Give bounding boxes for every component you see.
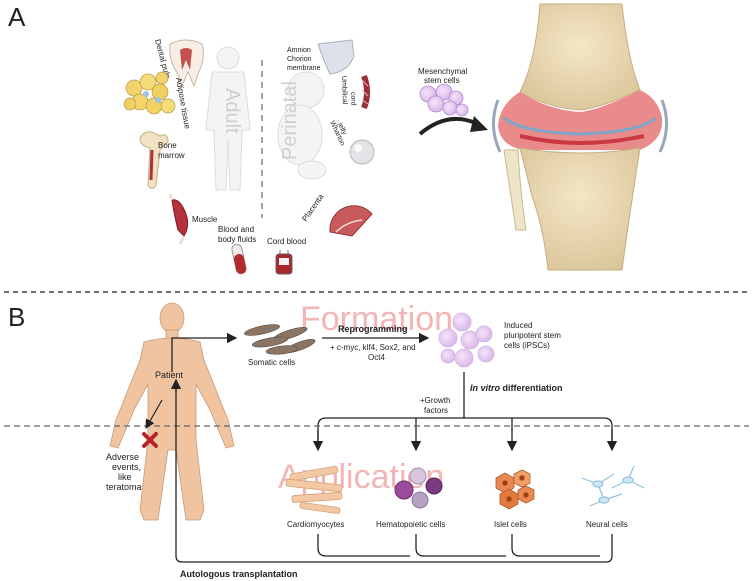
umbilical-label-1: Umbilical: [340, 76, 348, 105]
amnion-label-1: Amnion: [287, 47, 311, 54]
curved-arrow-icon: [418, 116, 479, 136]
blood-label-2: body fluids: [218, 235, 256, 244]
cross-icon: [142, 432, 158, 448]
adult-label: Adult: [221, 88, 243, 134]
muscle-icon: [169, 193, 189, 245]
factors-label-2: Oct4: [368, 353, 385, 362]
somatic-label: Somatic cells: [248, 358, 295, 367]
adverse-label-4: teratoma: [106, 482, 142, 492]
islet-label: Islet cells: [494, 520, 527, 529]
umbilical-label-2: cord: [349, 92, 356, 106]
hematopoietic-cells-icon: [394, 467, 443, 509]
neural-label: Neural cells: [586, 520, 628, 529]
autologous-return-line: [175, 380, 613, 563]
adverse-arrow: [145, 399, 163, 430]
return-from-hemato: [415, 534, 506, 557]
blood-tube-icon: [231, 243, 247, 275]
growth-label-2: factors: [424, 406, 448, 415]
bone-marrow-icon: [139, 131, 169, 189]
ipsc-label-1: Induced: [504, 321, 532, 330]
msc-label-1: Mesenchymal: [418, 67, 468, 76]
amnion-label-3: membrane: [287, 65, 321, 72]
amnion-membrane-icon: [317, 39, 355, 75]
cardiomyocytes-icon: [285, 465, 343, 514]
wharton-jelly-icon: [349, 139, 375, 165]
perinatal-label: Perinatal: [279, 81, 301, 160]
somatic-cells-icon: [244, 324, 316, 355]
adipose-label: Adipose tissue: [174, 77, 192, 130]
msc-label-2: stem cells: [424, 76, 460, 85]
ipsc-label-2: pluripotent stem: [504, 331, 561, 340]
adipose-tissue-icon: [123, 71, 176, 115]
neural-cells-icon: [581, 465, 645, 507]
blood-label-1: Blood and: [218, 225, 254, 234]
panel-b-letter: B: [8, 302, 25, 332]
adverse-label-2: events,: [112, 462, 141, 472]
tooth-icon: [169, 39, 204, 88]
adverse-label-3: like: [118, 472, 132, 482]
muscle-label: Muscle: [192, 215, 218, 224]
bone-marrow-label-1: Bone: [158, 141, 177, 150]
ipsc-label-3: cells (iPSCs): [504, 341, 550, 350]
placenta-label: Placenta: [300, 192, 326, 223]
adverse-label-1: Adverse: [106, 452, 139, 462]
fetus-silhouette: [277, 71, 327, 180]
adult-silhouette: [205, 46, 251, 191]
curved-arrowhead-icon: [470, 116, 488, 132]
cord-blood-label: Cord blood: [267, 237, 306, 246]
invitro-rest: differentiation: [500, 383, 563, 393]
bone-marrow-label-2: marrow: [158, 151, 185, 160]
distribution-bracket: [317, 417, 613, 448]
formation-watermark: Formation: [300, 300, 453, 338]
amnion-label-2: Chorion: [287, 56, 312, 63]
cardio-label: Cardiomyocytes: [287, 520, 344, 529]
cord-blood-bag-icon: [275, 250, 293, 275]
placenta-icon: [329, 205, 373, 237]
return-from-cardio: [317, 534, 410, 557]
reprogramming-label: Reprogramming: [338, 324, 408, 334]
return-from-islet: [511, 534, 600, 557]
patient-label: Patient: [155, 370, 184, 380]
factors-label-1: + c-myc, klf4, Sox2, and: [330, 343, 416, 352]
patient-to-somatic-arrow: [171, 332, 238, 372]
hemato-label: Hematopoietic cells: [376, 520, 445, 529]
growth-label-1: +Growth: [420, 396, 450, 405]
autologous-label: Autologous transplantation: [180, 569, 298, 579]
ipsc-cells-icon: [438, 312, 495, 368]
panel-a-letter: A: [8, 2, 26, 32]
invitro-label: In vitro differentiation: [470, 383, 563, 393]
knee-joint-icon: [492, 3, 668, 271]
islet-cells-icon: [495, 469, 535, 510]
msc-cells-icon: [419, 83, 469, 117]
umbilical-cord-icon: [361, 74, 370, 110]
invitro-italic: In vitro: [470, 383, 501, 393]
